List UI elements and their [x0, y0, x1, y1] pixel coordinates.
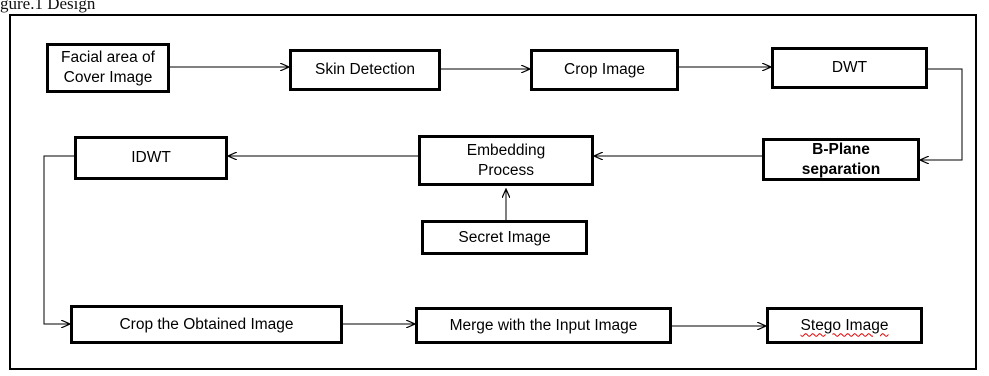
node-stego-image: Stego Image: [766, 307, 923, 344]
diagram-frame: [9, 14, 977, 370]
node-idwt: IDWT: [74, 136, 228, 180]
node-secret-image: Secret Image: [421, 220, 588, 255]
node-merge-input-image: Merge with the Input Image: [415, 307, 672, 344]
node-crop-image: Crop Image: [530, 49, 679, 91]
node-crop-obtained-image: Crop the Obtained Image: [70, 305, 343, 344]
figure-caption: gure.1 Design: [0, 0, 96, 13]
node-facial-area: Facial area of Cover Image: [46, 43, 170, 93]
arrow-dwt-to-bplane: [920, 68, 963, 160]
node-b-plane-separation: B-Plane separation: [762, 138, 920, 181]
node-stego-image-label: Stego Image: [800, 316, 889, 334]
arrow-idwt-to-crop-obtained: [43, 155, 74, 324]
node-embedding-process: Embedding Process: [418, 135, 594, 186]
node-dwt: DWT: [771, 47, 928, 89]
node-skin-detection: Skin Detection: [289, 49, 441, 91]
